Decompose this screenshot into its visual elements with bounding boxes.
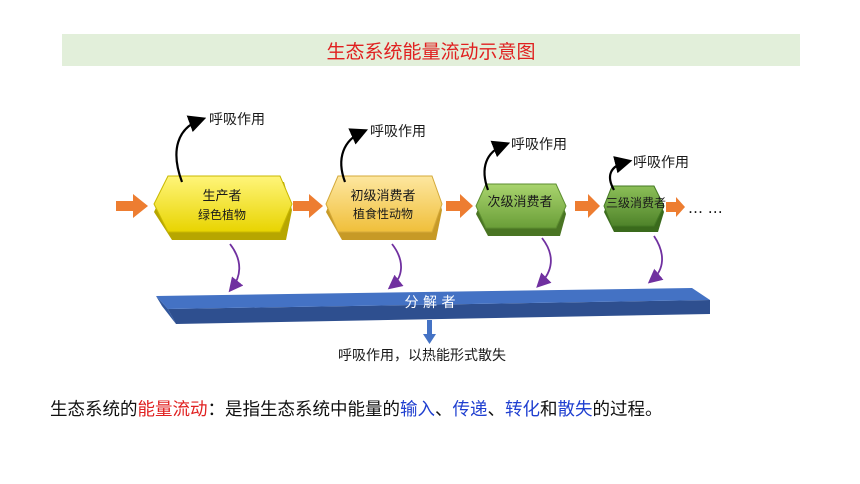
diagram-title: 生态系统能量流动示意图: [326, 40, 536, 63]
summary-sep-1: 、: [435, 400, 453, 420]
level-name-secondary: 次级消费者: [487, 194, 552, 210]
respiration-label-secondary: 呼吸作用: [511, 137, 567, 153]
level-sub-producer: 绿色植物: [198, 207, 246, 222]
input-arrow: [116, 194, 148, 218]
heat-loss-label: 呼吸作用，以热能形式散失: [338, 348, 506, 364]
flow-arrow-1: [293, 194, 323, 218]
respiration-arrows: [175, 115, 633, 191]
decay-arrow-producer: [228, 243, 244, 293]
flow-arrow-3: [575, 194, 600, 218]
level-block-primary-consumer: [325, 175, 443, 240]
summary-keyword-transform: 转化: [505, 400, 540, 420]
level-block-producer: [153, 175, 293, 240]
respiration-arrow-tertiary: [608, 156, 633, 191]
decay-arrow-secondary: [536, 237, 552, 288]
level-name-producer: 生产者: [202, 189, 241, 204]
flow-arrow-4: [666, 197, 685, 217]
level-block-secondary-consumer: [475, 183, 567, 236]
summary-middle: ：是指生态系统中能量的: [207, 400, 401, 420]
respiration-arrow-primary: [340, 128, 369, 183]
summary-term: 能量流动: [137, 400, 208, 420]
summary-sep-2: 、: [487, 400, 506, 420]
level-block-tertiary-consumer: [603, 185, 665, 232]
summary-keyword-input: 输入: [400, 400, 435, 420]
title-bar: 生态系统能量流动示意图: [62, 34, 800, 66]
respiration-label-producer: 呼吸作用: [209, 112, 265, 128]
definition-sentence: 生态系统的能量流动：是指生态系统中能量的输入、传递、转化和散失的过程。: [50, 396, 840, 421]
summary-keyword-transfer: 传递: [452, 400, 488, 420]
decomposer-bar: [156, 288, 710, 324]
level-sub-primary: 植食性动物: [353, 206, 413, 221]
summary-suffix: 的过程。: [592, 400, 663, 420]
summary-prefix: 生态系统的: [50, 400, 138, 420]
decay-arrows: [228, 235, 664, 293]
respiration-arrow-producer: [175, 115, 207, 183]
decay-arrow-primary: [387, 243, 404, 290]
flow-arrows: [116, 194, 685, 218]
level-name-primary: 初级消费者: [350, 189, 415, 204]
summary-and: 和: [540, 400, 558, 420]
respiration-label-primary: 呼吸作用: [370, 124, 426, 140]
respiration-label-tertiary: 呼吸作用: [633, 155, 689, 171]
ellipsis-text: … …: [688, 199, 723, 217]
summary-keyword-dissipate: 散失: [557, 400, 593, 420]
flow-arrow-2: [446, 194, 473, 218]
decomposer-label: 分 解 者: [405, 295, 456, 311]
heat-loss-arrow: [423, 320, 436, 344]
level-name-tertiary: 三级消费者: [606, 196, 666, 210]
decay-arrow-tertiary: [647, 235, 664, 284]
respiration-arrow-secondary: [483, 140, 511, 191]
